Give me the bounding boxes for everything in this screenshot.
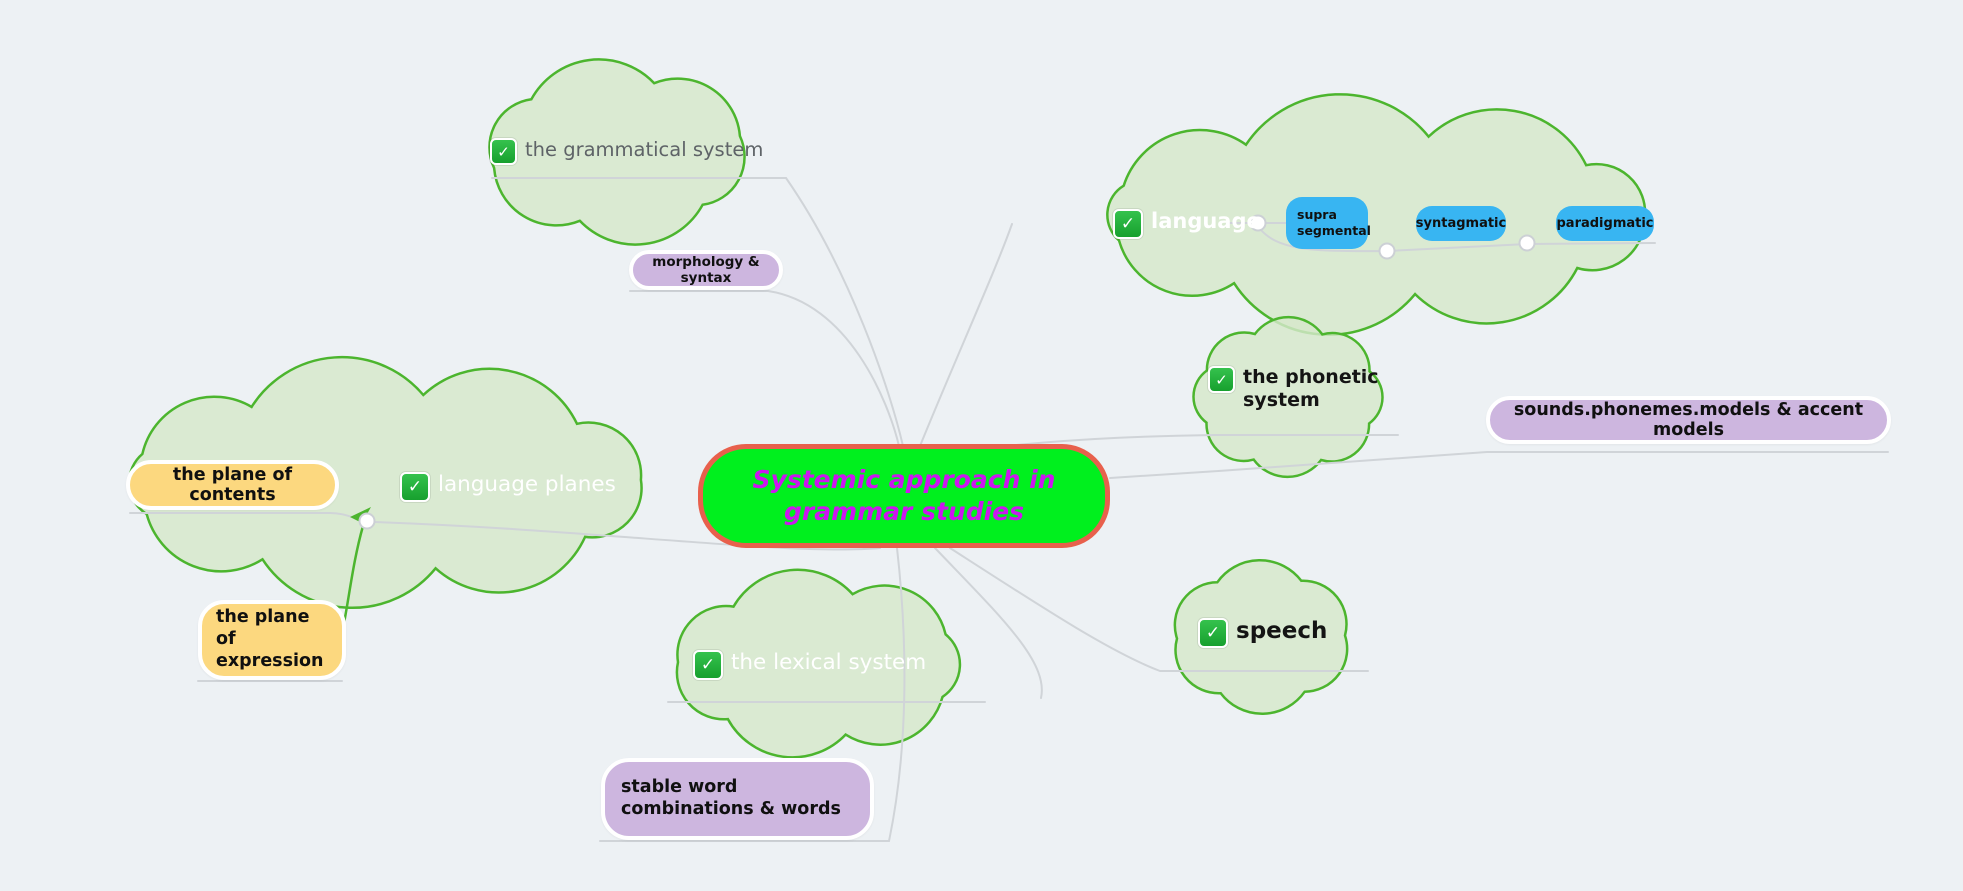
branch-center-speech [949, 547, 1369, 672]
checked-checkbox-icon[interactable]: ✓ [400, 472, 430, 502]
topic-lexical-system[interactable]: ✓ the lexical system [693, 650, 926, 680]
subtopic-label: syntagmatic [1415, 216, 1507, 231]
branch-center-phonetic [1015, 434, 1399, 446]
branch-center-lexical-stable [888, 547, 906, 842]
topic-grammatical-system[interactable]: ✓ the grammatical system [490, 138, 763, 165]
check-glyph: ✓ [1205, 623, 1221, 643]
branch-center-planes [373, 521, 881, 551]
subtopic-label: supra segmental [1297, 207, 1371, 238]
check-glyph: ✓ [1215, 370, 1228, 389]
checked-checkbox-icon[interactable]: ✓ [693, 650, 723, 680]
branch-center-grammatical [491, 177, 904, 447]
root-node[interactable]: Systemic approach in grammar studies [698, 444, 1110, 548]
checked-checkbox-icon[interactable]: ✓ [1113, 209, 1143, 239]
subtopic-syntagmatic[interactable]: syntagmatic [1416, 206, 1506, 241]
check-glyph: ✓ [1120, 214, 1136, 234]
cloud-speech[interactable] [1173, 559, 1349, 715]
cloud-phonetic-system[interactable] [1192, 315, 1384, 479]
checked-checkbox-icon[interactable]: ✓ [1208, 366, 1235, 393]
connector-dot[interactable] [1518, 234, 1536, 252]
connector-dot[interactable] [358, 512, 376, 530]
root-node-label: Systemic approach in grammar studies [752, 464, 1056, 527]
topic-label: the grammatical system [525, 138, 764, 161]
check-glyph: ✓ [700, 655, 716, 675]
cloud-lexical-system[interactable] [675, 568, 962, 759]
subtopic-label: the plane of expression [216, 607, 324, 671]
subtopic-label: the plane of contents [172, 465, 293, 505]
subtopic-sounds-phonemes-models[interactable]: sounds.phonemes.models & accent models [1486, 396, 1891, 444]
check-glyph: ✓ [497, 142, 510, 161]
subtopic-label: stable word combinations & words [621, 777, 841, 819]
subtopic-plane-of-contents[interactable]: the plane of contents [126, 460, 339, 510]
subtopic-morphology-syntax[interactable]: morphology & syntax [629, 250, 783, 290]
branch-center-stub [934, 547, 1043, 699]
subtopic-label: sounds.phonemes.models & accent models [1513, 400, 1864, 440]
topic-language[interactable]: ✓ language [1113, 209, 1261, 239]
topic-label: language [1151, 209, 1261, 233]
subtopic-supra-segmental[interactable]: supra segmental [1286, 197, 1371, 249]
branch-center-language [919, 223, 1013, 447]
connector-dot[interactable] [1378, 242, 1396, 260]
subtopic-stable-word-combinations[interactable]: stable word combinations & words [601, 758, 874, 840]
cloud-grammatical-system[interactable] [488, 58, 746, 246]
green-arrowhead-icon [350, 507, 371, 523]
check-glyph: ✓ [407, 477, 423, 497]
subtopic-label: morphology & syntax [652, 254, 760, 286]
topic-label: language planes [438, 472, 616, 497]
subtopic-paradigmatic[interactable]: paradigmatic [1556, 206, 1654, 241]
connector-dot[interactable] [1249, 214, 1267, 232]
topic-label: the phonetic system [1243, 366, 1379, 411]
subtopic-label: paradigmatic [1556, 216, 1654, 231]
branch-phonetic-sounds [1109, 451, 1889, 479]
topic-language-planes[interactable]: ✓ language planes [400, 472, 616, 502]
topic-speech[interactable]: ✓ speech [1198, 618, 1327, 648]
topic-phonetic-system[interactable]: ✓ the phonetic system [1208, 366, 1380, 412]
topic-label: the lexical system [731, 650, 927, 675]
topic-label: speech [1236, 618, 1328, 644]
subtopic-plane-of-expression[interactable]: the plane of expression [198, 600, 346, 680]
checked-checkbox-icon[interactable]: ✓ [490, 138, 517, 165]
branch-grammatical-morphology [629, 290, 900, 447]
checked-checkbox-icon[interactable]: ✓ [1198, 618, 1228, 648]
